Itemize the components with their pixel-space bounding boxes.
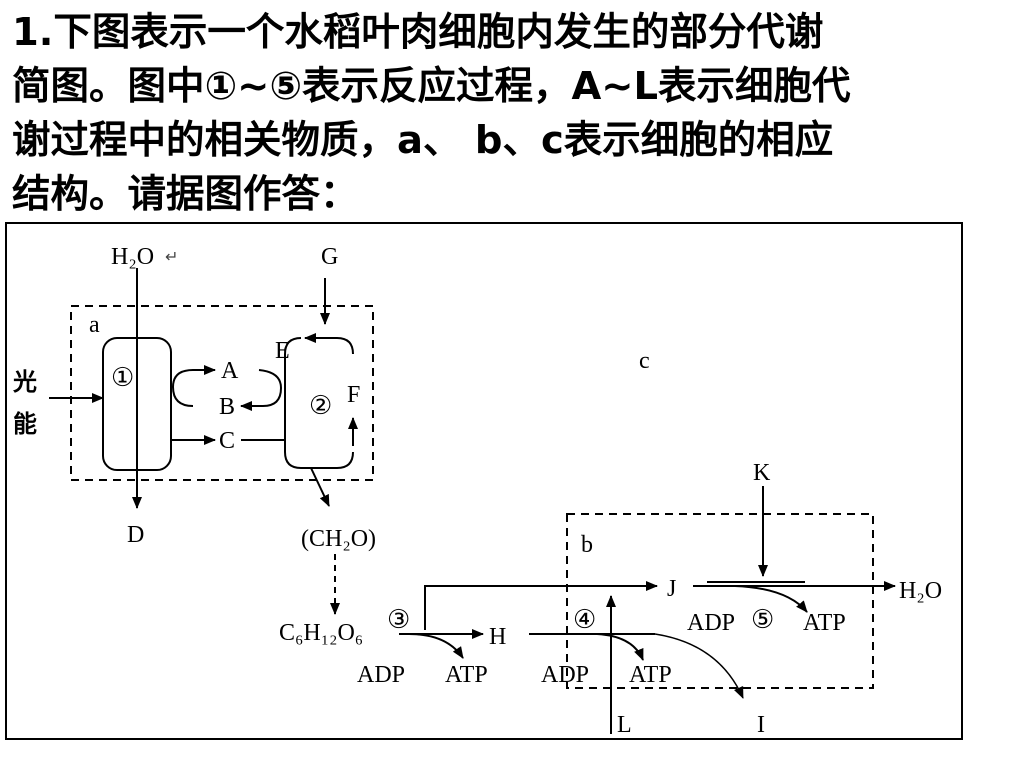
label-ch2o: (CH₂O) — [301, 526, 376, 552]
label-light-2: 能 — [13, 410, 37, 438]
question-line-4: 结构。请据图作答： — [12, 172, 359, 217]
glucose-to-j-arrow — [424, 581, 658, 630]
label-process-4: ④ — [573, 605, 596, 635]
question-line-2: 简图。图中①~⑤表示反应过程，A~L表示细胞代 — [12, 64, 851, 109]
label-process-3: ③ — [387, 605, 410, 635]
label-adp-4: ADP — [541, 662, 589, 688]
adp4-to-atp4-curve — [596, 633, 644, 661]
diagram-canvas: H₂O ↵ G a 光 能 ① ② A B C E F D (CH₂O) c K… — [12, 244, 942, 738]
label-h2o-in: H₂O — [111, 244, 154, 270]
calvin-cycle-bottom — [301, 451, 354, 469]
label-l: L — [617, 712, 632, 738]
label-atp-5: ATP — [803, 610, 846, 636]
label-process-5: ⑤ — [751, 605, 774, 635]
label-j: J — [667, 576, 676, 602]
label-g: G — [321, 244, 338, 270]
label-structure-a: a — [89, 312, 100, 338]
label-f: F — [347, 382, 360, 408]
label-d: D — [127, 522, 144, 548]
label-i: I — [757, 712, 765, 738]
label-light-1: 光 — [12, 368, 37, 396]
label-adp-5: ADP — [687, 610, 735, 636]
structure-b-box — [566, 513, 874, 689]
adp3-to-atp3-curve — [408, 633, 464, 659]
label-process-1: ① — [111, 363, 134, 393]
label-k: K — [753, 460, 771, 486]
process-2-box — [284, 337, 302, 469]
label-structure-b: b — [581, 532, 593, 558]
edit-mark: ↵ — [165, 249, 178, 266]
question-text: 1.下图表示一个水稻叶肉细胞内发生的部分代谢 简图。图中①~⑤表示反应过程，A~… — [12, 6, 1012, 222]
question-line-1: 1.下图表示一个水稻叶肉细胞内发生的部分代谢 — [12, 10, 824, 55]
label-atp-3: ATP — [445, 662, 488, 688]
label-atp-4: ATP — [629, 662, 672, 688]
label-a: A — [221, 358, 239, 384]
adp5-to-atp5-curve — [734, 585, 808, 613]
label-c: C — [219, 428, 235, 454]
label-process-2: ② — [309, 391, 332, 421]
calvin-cycle-top — [304, 333, 354, 355]
label-b: B — [219, 394, 235, 420]
b-to-a-loop — [171, 365, 216, 407]
label-h2o-out: H₂O — [899, 578, 942, 604]
to-ch2o-arrow — [310, 467, 330, 507]
a-to-b-loop — [240, 369, 283, 411]
label-structure-c: c — [639, 348, 650, 374]
label-e: E — [275, 338, 290, 364]
to-i-curve — [654, 633, 744, 699]
label-h: H — [489, 624, 506, 650]
metabolism-diagram: H₂O ↵ G a 光 能 ① ② A B C E F D (CH₂O) c K… — [5, 222, 963, 740]
label-adp-3: ADP — [357, 662, 405, 688]
question-line-3: 谢过程中的相关物质，a、 b、c表示细胞的相应 — [12, 118, 834, 163]
label-glucose: C₆H₁₂O₆ — [279, 620, 363, 646]
